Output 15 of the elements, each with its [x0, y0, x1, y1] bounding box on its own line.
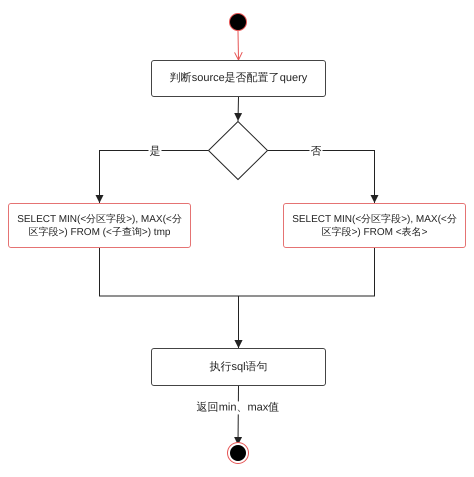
process-box: SELECT MIN(<分区字段>), MAX(<分区字段>) FROM <表名>: [283, 203, 466, 248]
arrow: [234, 96, 242, 122]
process-box: 判断source是否配置了query: [151, 60, 326, 97]
edge-label: 返回min、max值: [196, 401, 280, 415]
end-node: [230, 445, 246, 461]
arrow: [234, 30, 243, 60]
edge-label: 是: [148, 145, 162, 159]
process-box: 执行sql语句: [151, 348, 326, 386]
edge-label: 否: [310, 145, 322, 159]
arrow: [234, 248, 375, 348]
decision-diamond: [208, 120, 268, 180]
arrow: [268, 150, 378, 204]
arrow: [96, 150, 208, 204]
process-box: SELECT MIN(<分区字段>), MAX(<分区字段>) FROM (<子查询>) tmp: [8, 203, 191, 248]
start-node: [229, 13, 247, 31]
